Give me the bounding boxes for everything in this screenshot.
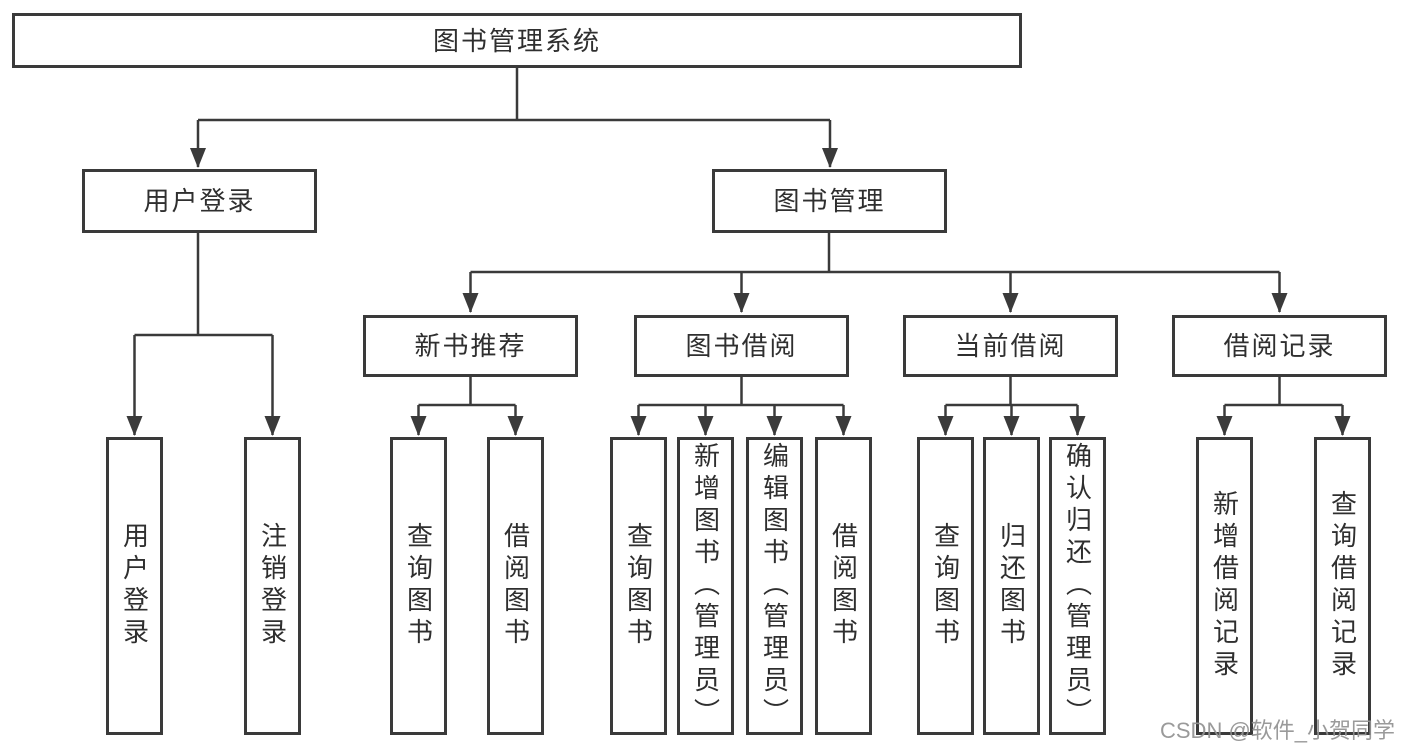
node-book-management: 图书管理 [712,169,947,233]
leaf-user-login: 用户登录 [106,437,163,735]
leaf-add-borrow-record: 新增借阅记录 [1196,437,1253,735]
node-borrow-records: 借阅记录 [1172,315,1387,377]
csdn-watermark: CSDN @软件_小贺同学 [1160,718,1396,743]
leaf-recommend-borrow-books: 借阅图书 [487,437,544,735]
connector-root [190,68,838,168]
connector-borrow-records [1216,377,1351,436]
leaf-recommend-query-books: 查询图书 [390,437,447,735]
connector-book-borrow [630,377,852,436]
connector-new-book-recommend [410,377,524,436]
leaf-add-book-admin: 新增图书（管理员） [677,437,734,735]
node-book-borrow: 图书借阅 [634,315,849,377]
leaf-return-books: 归还图书 [983,437,1040,735]
leaf-edit-book-admin: 编辑图书（管理员） [746,437,803,735]
node-user-login: 用户登录 [82,169,317,233]
connector-book-management [462,233,1288,313]
leaf-query-borrow-record: 查询借阅记录 [1314,437,1371,735]
node-root-system: 图书管理系统 [12,13,1022,68]
leaf-logout: 注销登录 [244,437,301,735]
node-current-borrow: 当前借阅 [903,315,1118,377]
leaf-borrow-query-books: 查询图书 [610,437,667,735]
connector-current-borrow [937,377,1086,436]
leaf-borrow-borrow-books: 借阅图书 [815,437,872,735]
node-new-book-recommend: 新书推荐 [363,315,578,377]
leaf-confirm-return-admin: 确认归还（管理员） [1049,437,1106,735]
connector-user-login [126,233,281,436]
leaf-current-query-books: 查询图书 [917,437,974,735]
